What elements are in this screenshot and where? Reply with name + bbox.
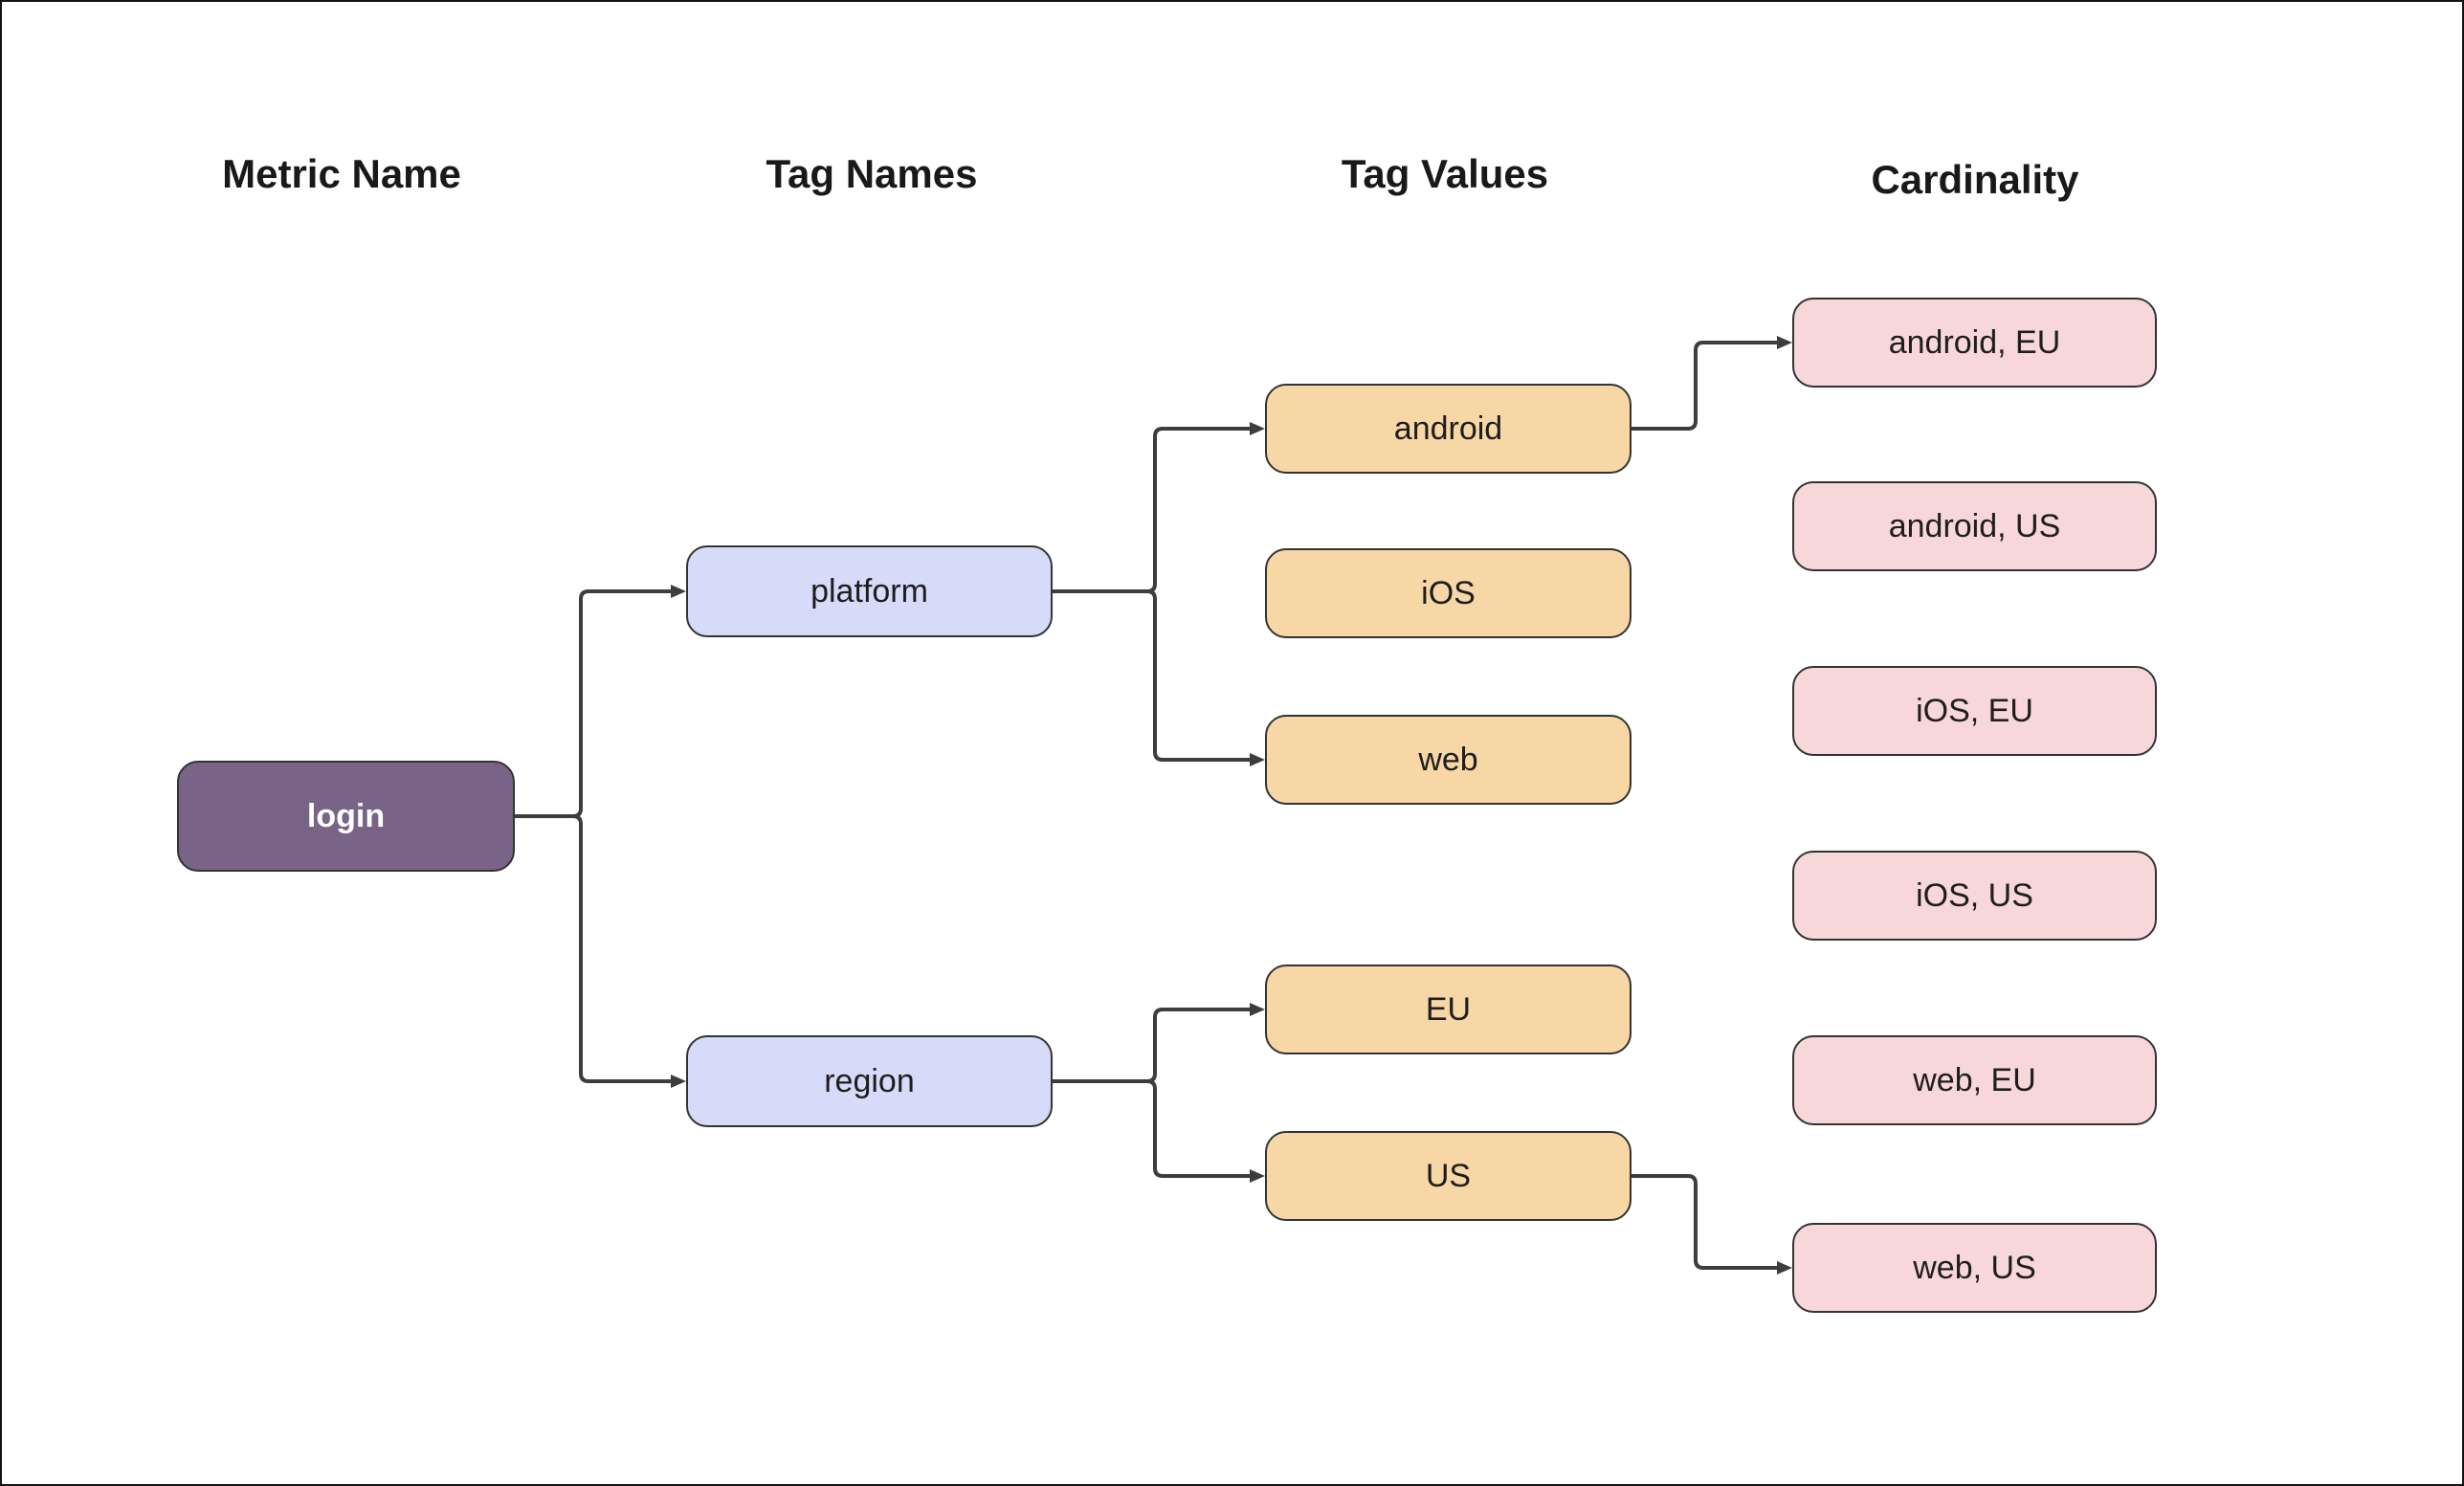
column-header-tag-names: Tag Names — [766, 151, 978, 196]
edge-platform-web — [1053, 589, 1265, 766]
node-platform: platform — [686, 545, 1053, 637]
edge-login-platform — [515, 585, 686, 818]
node-web: web — [1265, 715, 1632, 805]
column-header-cardinality: Cardinality — [1871, 157, 2079, 202]
node-web-eu: web, EU — [1792, 1035, 2157, 1125]
node-ios-eu: iOS, EU — [1792, 666, 2157, 756]
node-web-us: web, US — [1792, 1223, 2157, 1313]
node-ios-us: iOS, US — [1792, 851, 2157, 941]
column-header-tag-values: Tag Values — [1341, 151, 1549, 196]
edge-region-eu — [1053, 1003, 1265, 1083]
node-eu: EU — [1265, 965, 1632, 1054]
node-us: US — [1265, 1131, 1632, 1221]
edge-platform-android — [1053, 422, 1265, 593]
edge-us-web-us — [1632, 1174, 1792, 1275]
node-login: login — [177, 761, 515, 872]
node-android-eu: android, EU — [1792, 298, 2157, 388]
column-header-metric-name: Metric Name — [222, 151, 461, 196]
edge-region-us — [1053, 1079, 1265, 1183]
edge-android-android-eu — [1632, 336, 1792, 431]
node-android: android — [1265, 384, 1632, 474]
node-android-us: android, US — [1792, 481, 2157, 571]
node-ios: iOS — [1265, 548, 1632, 638]
edge-login-region — [515, 814, 686, 1088]
node-region: region — [686, 1035, 1053, 1127]
